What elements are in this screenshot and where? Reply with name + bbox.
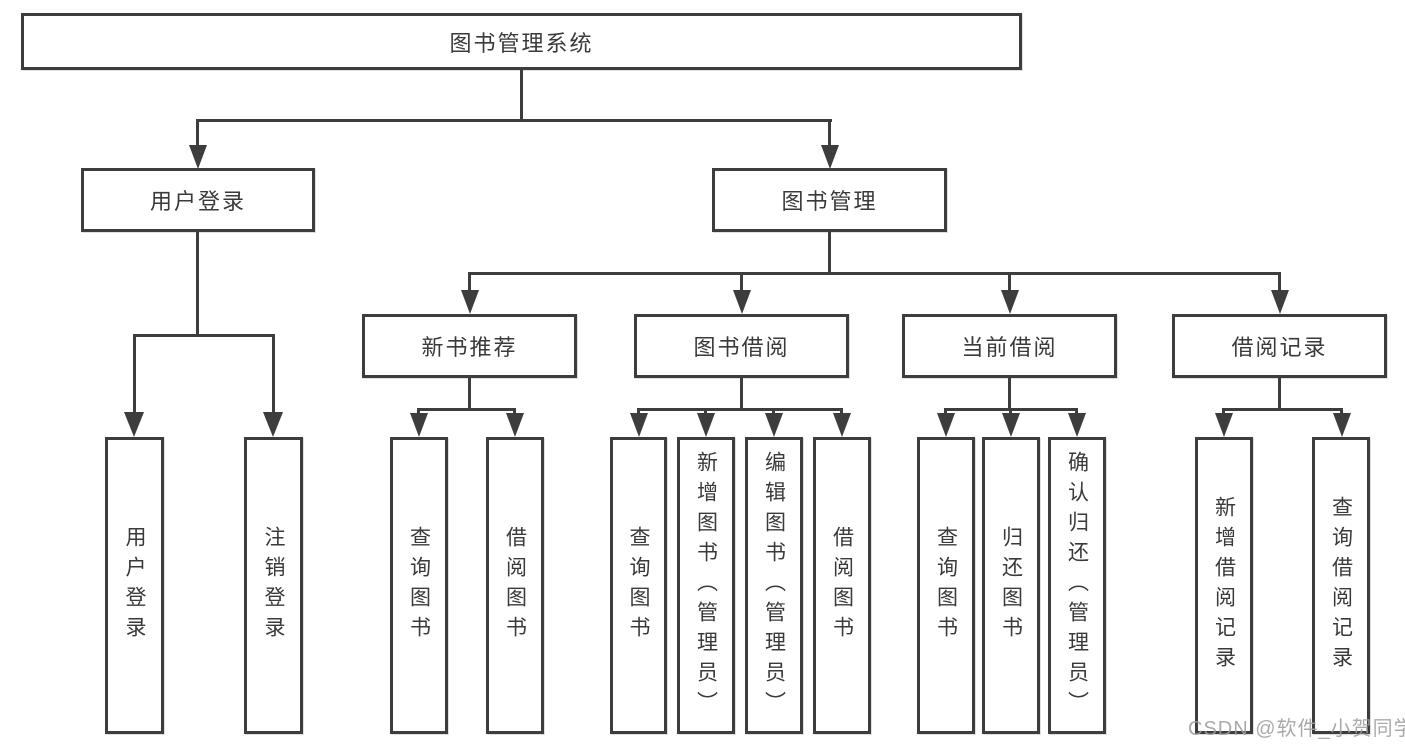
node-borrowing-records: 借阅记录 [1172, 314, 1387, 378]
edge-to-new-book-line [468, 272, 471, 294]
node-library-management-system-label: 图书管理系统 [449, 30, 594, 56]
arrow-to-leaf-add-record-icon [1215, 413, 1233, 437]
leaf-borrow-books-2-label: 借阅图书 [830, 525, 854, 646]
edge-user-login-stem [196, 232, 199, 337]
leaf-query-books-1-label: 查询图书 [407, 525, 431, 646]
edge-borrow-records-stem [1278, 378, 1281, 410]
arrow-to-leaf-confirm-return-icon [1068, 413, 1086, 437]
edge-to-leaf-logout-line [272, 334, 275, 414]
edge-book-management-crossbar [468, 272, 1281, 275]
leaf-edit-books-admin-label: 编辑图书（管理员） [762, 450, 786, 721]
leaf-query-books-2-label: 查询图书 [627, 525, 650, 646]
arrow-to-leaf-return-books-icon [1002, 413, 1020, 437]
node-user-login: 用户登录 [81, 168, 315, 232]
leaf-edit-books-admin: 编辑图书（管理员） [745, 437, 803, 734]
edge-book-borrow-crossbar [637, 408, 843, 411]
leaf-return-books: 归还图书 [982, 437, 1040, 734]
leaf-add-books-admin: 新增图书（管理员） [677, 437, 735, 734]
leaf-confirm-return-admin: 确认归还（管理员） [1048, 437, 1106, 734]
arrow-to-leaf-logout-icon [263, 412, 283, 437]
edge-to-book-borrow-line [740, 272, 743, 294]
node-new-book-recommendation: 新书推荐 [362, 314, 577, 378]
edge-root-crossbar [196, 119, 832, 122]
edge-new-book-stem [468, 378, 471, 410]
node-new-book-recommendation-label: 新书推荐 [421, 335, 518, 360]
arrow-to-leaf-user-login-icon [124, 412, 144, 437]
leaf-query-borrow-record-label: 查询借阅记录 [1329, 495, 1353, 676]
node-book-management-label: 图书管理 [781, 189, 878, 214]
leaf-borrow-books-2: 借阅图书 [813, 437, 871, 734]
edge-current-borrow-stem [1008, 378, 1011, 410]
leaf-user-login: 用户登录 [105, 437, 164, 734]
node-book-borrowing-label: 图书借阅 [693, 335, 790, 360]
arrow-to-current-borrow-icon [1001, 290, 1019, 314]
node-current-borrowing: 当前借阅 [902, 314, 1117, 378]
arrow-to-leaf-edit-books-icon [765, 413, 783, 437]
leaf-query-books-3: 查询图书 [917, 437, 975, 734]
arrow-to-book-management-icon [821, 145, 839, 169]
node-borrowing-records-label: 借阅记录 [1231, 335, 1328, 360]
edge-borrow-records-crossbar [1222, 408, 1342, 411]
leaf-query-books-1: 查询图书 [390, 437, 448, 734]
leaf-add-books-admin-label: 新增图书（管理员） [694, 450, 718, 721]
leaf-logout-label: 注销登录 [262, 525, 285, 646]
arrow-to-leaf-borrow-books-1-icon [506, 413, 524, 437]
node-current-borrowing-label: 当前借阅 [961, 335, 1058, 360]
leaf-query-borrow-record: 查询借阅记录 [1312, 437, 1370, 734]
leaf-borrow-books-1: 借阅图书 [486, 437, 544, 734]
arrow-to-borrow-records-icon [1271, 290, 1289, 314]
edge-book-borrow-stem [740, 378, 743, 410]
arrow-to-leaf-query-record-icon [1333, 413, 1351, 437]
edge-root-stem [520, 70, 523, 121]
leaf-user-login-label: 用户登录 [123, 525, 146, 646]
edge-to-current-borrow-line [1008, 272, 1011, 294]
edge-to-borrow-records-line [1278, 272, 1281, 294]
arrow-to-new-book-icon [461, 290, 479, 314]
edge-to-book-management-line [828, 119, 831, 150]
arrow-to-leaf-add-books-icon [697, 413, 715, 437]
edge-user-login-crossbar [133, 334, 275, 337]
node-book-borrowing: 图书借阅 [634, 314, 849, 378]
leaf-add-borrow-record-label: 新增借阅记录 [1212, 495, 1236, 676]
leaf-logout: 注销登录 [244, 437, 303, 734]
edge-new-book-crossbar [417, 408, 516, 411]
arrow-to-leaf-borrow-books-2-icon [833, 413, 851, 437]
leaf-query-books-3-label: 查询图书 [934, 525, 958, 646]
leaf-borrow-books-1-label: 借阅图书 [503, 525, 527, 646]
arrow-to-leaf-query-books-1-icon [410, 413, 428, 437]
arrow-to-leaf-query-books-3-icon [937, 413, 955, 437]
arrow-to-user-login-icon [189, 145, 207, 169]
edge-to-user-login-line [196, 119, 199, 150]
arrow-to-book-borrow-icon [733, 290, 751, 314]
edge-to-leaf-user-login-line [133, 334, 136, 414]
leaf-return-books-label: 归还图书 [999, 525, 1023, 646]
arrow-to-leaf-query-books-2-icon [630, 413, 648, 437]
node-library-management-system: 图书管理系统 [21, 13, 1022, 70]
edge-book-management-stem [828, 232, 831, 274]
leaf-confirm-return-admin-label: 确认归还（管理员） [1065, 450, 1089, 721]
leaf-query-books-2: 查询图书 [610, 437, 667, 734]
leaf-add-borrow-record: 新增借阅记录 [1195, 437, 1253, 734]
node-book-management: 图书管理 [712, 168, 947, 232]
node-user-login-label: 用户登录 [149, 189, 246, 214]
csdn-watermark: CSDN @软件_小贺同学 [1188, 718, 1405, 740]
